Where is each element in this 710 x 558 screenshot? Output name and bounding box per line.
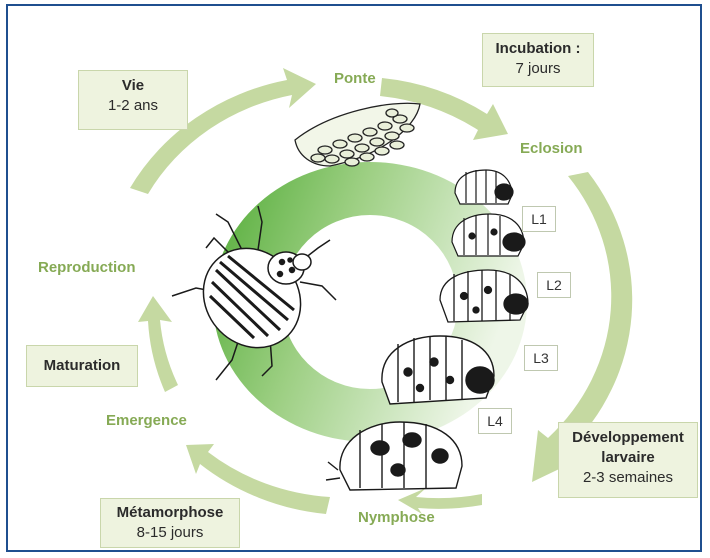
box-metamorphose-title: Métamorphose bbox=[101, 503, 239, 523]
box-developpement: Développement larvaire 2-3 semaines bbox=[558, 422, 698, 498]
box-incubation-sub: 7 jours bbox=[515, 60, 560, 77]
box-developpement-title-2: larvaire bbox=[559, 448, 697, 468]
box-maturation-title: Maturation bbox=[27, 351, 137, 381]
stage-eclosion: Eclosion bbox=[520, 140, 583, 157]
larval-stage-l3: L3 bbox=[524, 345, 558, 371]
larval-stage-l2: L2 bbox=[537, 272, 571, 298]
stage-reproduction: Reproduction bbox=[38, 259, 136, 276]
egg-cluster-icon bbox=[295, 103, 420, 166]
box-developpement-title-1: Développement bbox=[559, 428, 697, 448]
box-incubation: Incubation : 7 jours bbox=[482, 33, 594, 87]
larval-stage-l4: L4 bbox=[478, 408, 512, 434]
box-metamorphose-sub: 8-15 jours bbox=[137, 524, 204, 541]
box-vie-sub: 1-2 ans bbox=[108, 97, 158, 114]
box-developpement-sub: 2-3 semaines bbox=[583, 469, 673, 486]
stage-ponte: Ponte bbox=[334, 70, 376, 87]
box-metamorphose: Métamorphose 8-15 jours bbox=[100, 498, 240, 548]
stage-nymphose: Nymphose bbox=[358, 509, 435, 526]
larva-l1-icon bbox=[452, 214, 525, 256]
larval-stage-l1: L1 bbox=[522, 206, 556, 232]
larva-l3-icon bbox=[382, 336, 494, 404]
stage-emergence: Emergence bbox=[106, 412, 187, 429]
larva-l1-small-icon bbox=[455, 170, 513, 204]
box-incubation-title: Incubation : bbox=[483, 39, 593, 59]
box-maturation: Maturation bbox=[26, 345, 138, 387]
box-vie: Vie 1-2 ans bbox=[78, 70, 188, 130]
arrow-left bbox=[138, 296, 178, 392]
box-vie-title: Vie bbox=[79, 76, 187, 96]
larva-l2-icon bbox=[440, 270, 528, 322]
